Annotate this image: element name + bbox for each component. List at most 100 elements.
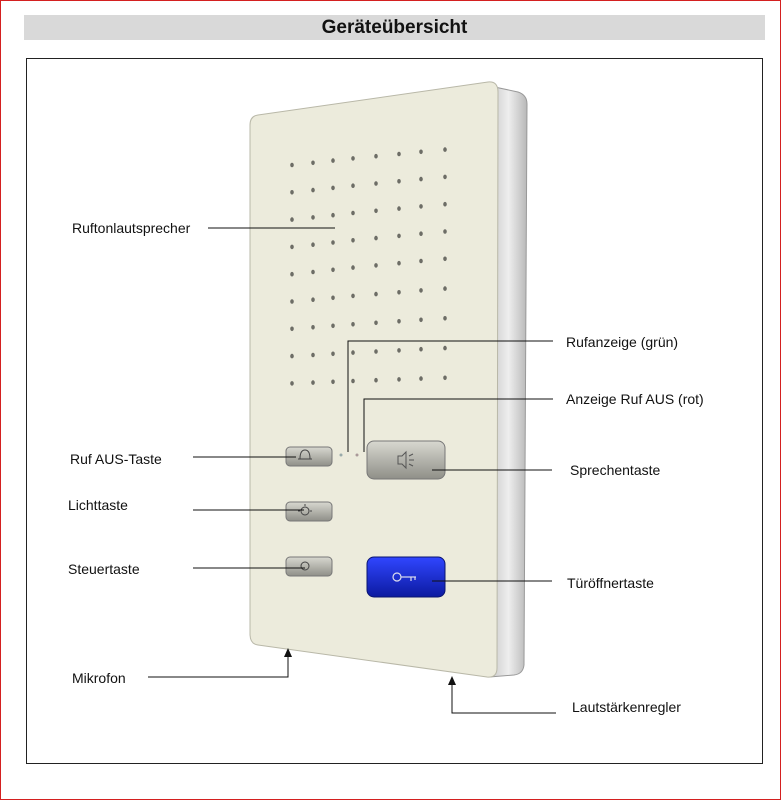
- grille-hole: [351, 293, 355, 299]
- tueroeffner-button[interactable]: [366, 556, 446, 598]
- grille-hole: [443, 229, 447, 234]
- grille-hole: [290, 381, 294, 386]
- grille-hole: [311, 215, 315, 220]
- grille-hole: [331, 185, 335, 191]
- grille-hole: [397, 206, 401, 211]
- grille-hole: [397, 179, 401, 184]
- grille-hole: [331, 267, 335, 273]
- grille-hole: [419, 258, 423, 264]
- label-rufanzeige: Rufanzeige (grün): [566, 334, 679, 350]
- label-lichttaste: Lichttaste: [68, 497, 128, 513]
- led-rufanzeige: [339, 453, 343, 457]
- grille-hole: [351, 238, 355, 243]
- grille-hole: [311, 160, 315, 166]
- grille-hole: [331, 212, 335, 218]
- grille-hole: [443, 147, 447, 152]
- bell-icon: [298, 449, 312, 460]
- grille-hole: [311, 242, 315, 247]
- grille-hole: [311, 325, 315, 330]
- grille-hole: [290, 299, 294, 304]
- grille-hole: [331, 295, 335, 301]
- grille-hole: [351, 183, 355, 188]
- grille-hole: [374, 181, 378, 186]
- grille-hole: [397, 151, 401, 157]
- grille-hole: [351, 350, 355, 355]
- speaker-icon: [397, 450, 414, 470]
- grille-hole: [290, 353, 294, 359]
- label-tueroeffnertaste: Türöffnertaste: [567, 575, 654, 591]
- grille-hole: [351, 265, 355, 270]
- grille-hole: [397, 233, 401, 239]
- grille-hole: [374, 291, 378, 297]
- grille-hole: [397, 290, 401, 295]
- grille-hole: [331, 379, 335, 385]
- grille-hole: [374, 263, 378, 268]
- grille-hole: [419, 346, 423, 352]
- grille-hole: [419, 288, 423, 293]
- grille-hole: [419, 204, 423, 209]
- label-lautstaerkenregler: Lautstärkenregler: [572, 699, 681, 715]
- arrow-heads: [284, 648, 456, 685]
- title-bar: Geräteübersicht: [24, 15, 765, 40]
- label-mikrofon: Mikrofon: [72, 670, 126, 686]
- grille-hole: [290, 271, 294, 277]
- grille-hole: [311, 380, 315, 385]
- grille-hole: [419, 176, 423, 182]
- diagram-box: [26, 58, 763, 764]
- grille-hole: [443, 345, 447, 351]
- grille-hole: [397, 348, 401, 353]
- grille-hole: [351, 378, 355, 384]
- grille-hole: [374, 153, 378, 159]
- label-steuertaste: Steuertaste: [68, 561, 140, 577]
- label-sprechentaste: Sprechentaste: [570, 462, 661, 478]
- grille-hole: [397, 319, 401, 324]
- page-title: Geräteübersicht: [321, 16, 468, 38]
- grille-hole: [374, 320, 378, 326]
- grille-hole: [374, 377, 378, 383]
- grille-hole: [311, 352, 315, 358]
- grille-hole: [331, 351, 335, 357]
- label-ruf-aus-taste: Ruf AUS-Taste: [70, 451, 162, 467]
- sprechen-button[interactable]: [366, 440, 446, 480]
- grille-hole: [443, 201, 447, 207]
- grille-hole: [290, 190, 294, 195]
- grille-hole: [374, 208, 378, 214]
- steuer-button[interactable]: [285, 556, 333, 577]
- leader-lines: [148, 227, 556, 714]
- grille-hole: [351, 210, 355, 216]
- grille-hole: [443, 256, 447, 262]
- grille-hole: [374, 235, 378, 241]
- lightbulb-icon: [298, 504, 312, 516]
- circle-icon: [300, 561, 310, 571]
- led-ruf-aus: [355, 453, 359, 457]
- grille-hole: [331, 158, 335, 163]
- grille-hole: [351, 156, 355, 161]
- device-housing-side: [489, 85, 528, 678]
- grille-hole: [443, 286, 447, 291]
- grille-hole: [443, 316, 447, 321]
- grille-hole: [331, 323, 335, 329]
- key-icon: [392, 572, 416, 582]
- grille-hole: [374, 349, 378, 354]
- label-ruftonlautsprecher: Ruftonlautsprecher: [72, 220, 191, 236]
- grille-hole: [419, 149, 423, 155]
- grille-hole: [419, 376, 423, 381]
- grille-hole: [331, 240, 335, 245]
- speaker-grille: [290, 147, 447, 386]
- device-face: [249, 81, 499, 678]
- grille-hole: [290, 326, 294, 332]
- grille-hole: [443, 174, 447, 180]
- grille-hole: [311, 269, 315, 275]
- grille-hole: [290, 217, 294, 222]
- grille-hole: [419, 231, 423, 236]
- grille-hole: [419, 317, 423, 323]
- grille-hole: [290, 244, 294, 250]
- grille-hole: [311, 187, 315, 193]
- grille-hole: [290, 162, 294, 168]
- licht-button[interactable]: [285, 501, 333, 522]
- grille-hole: [397, 377, 401, 382]
- grille-hole: [443, 375, 447, 381]
- grille-hole: [311, 297, 315, 303]
